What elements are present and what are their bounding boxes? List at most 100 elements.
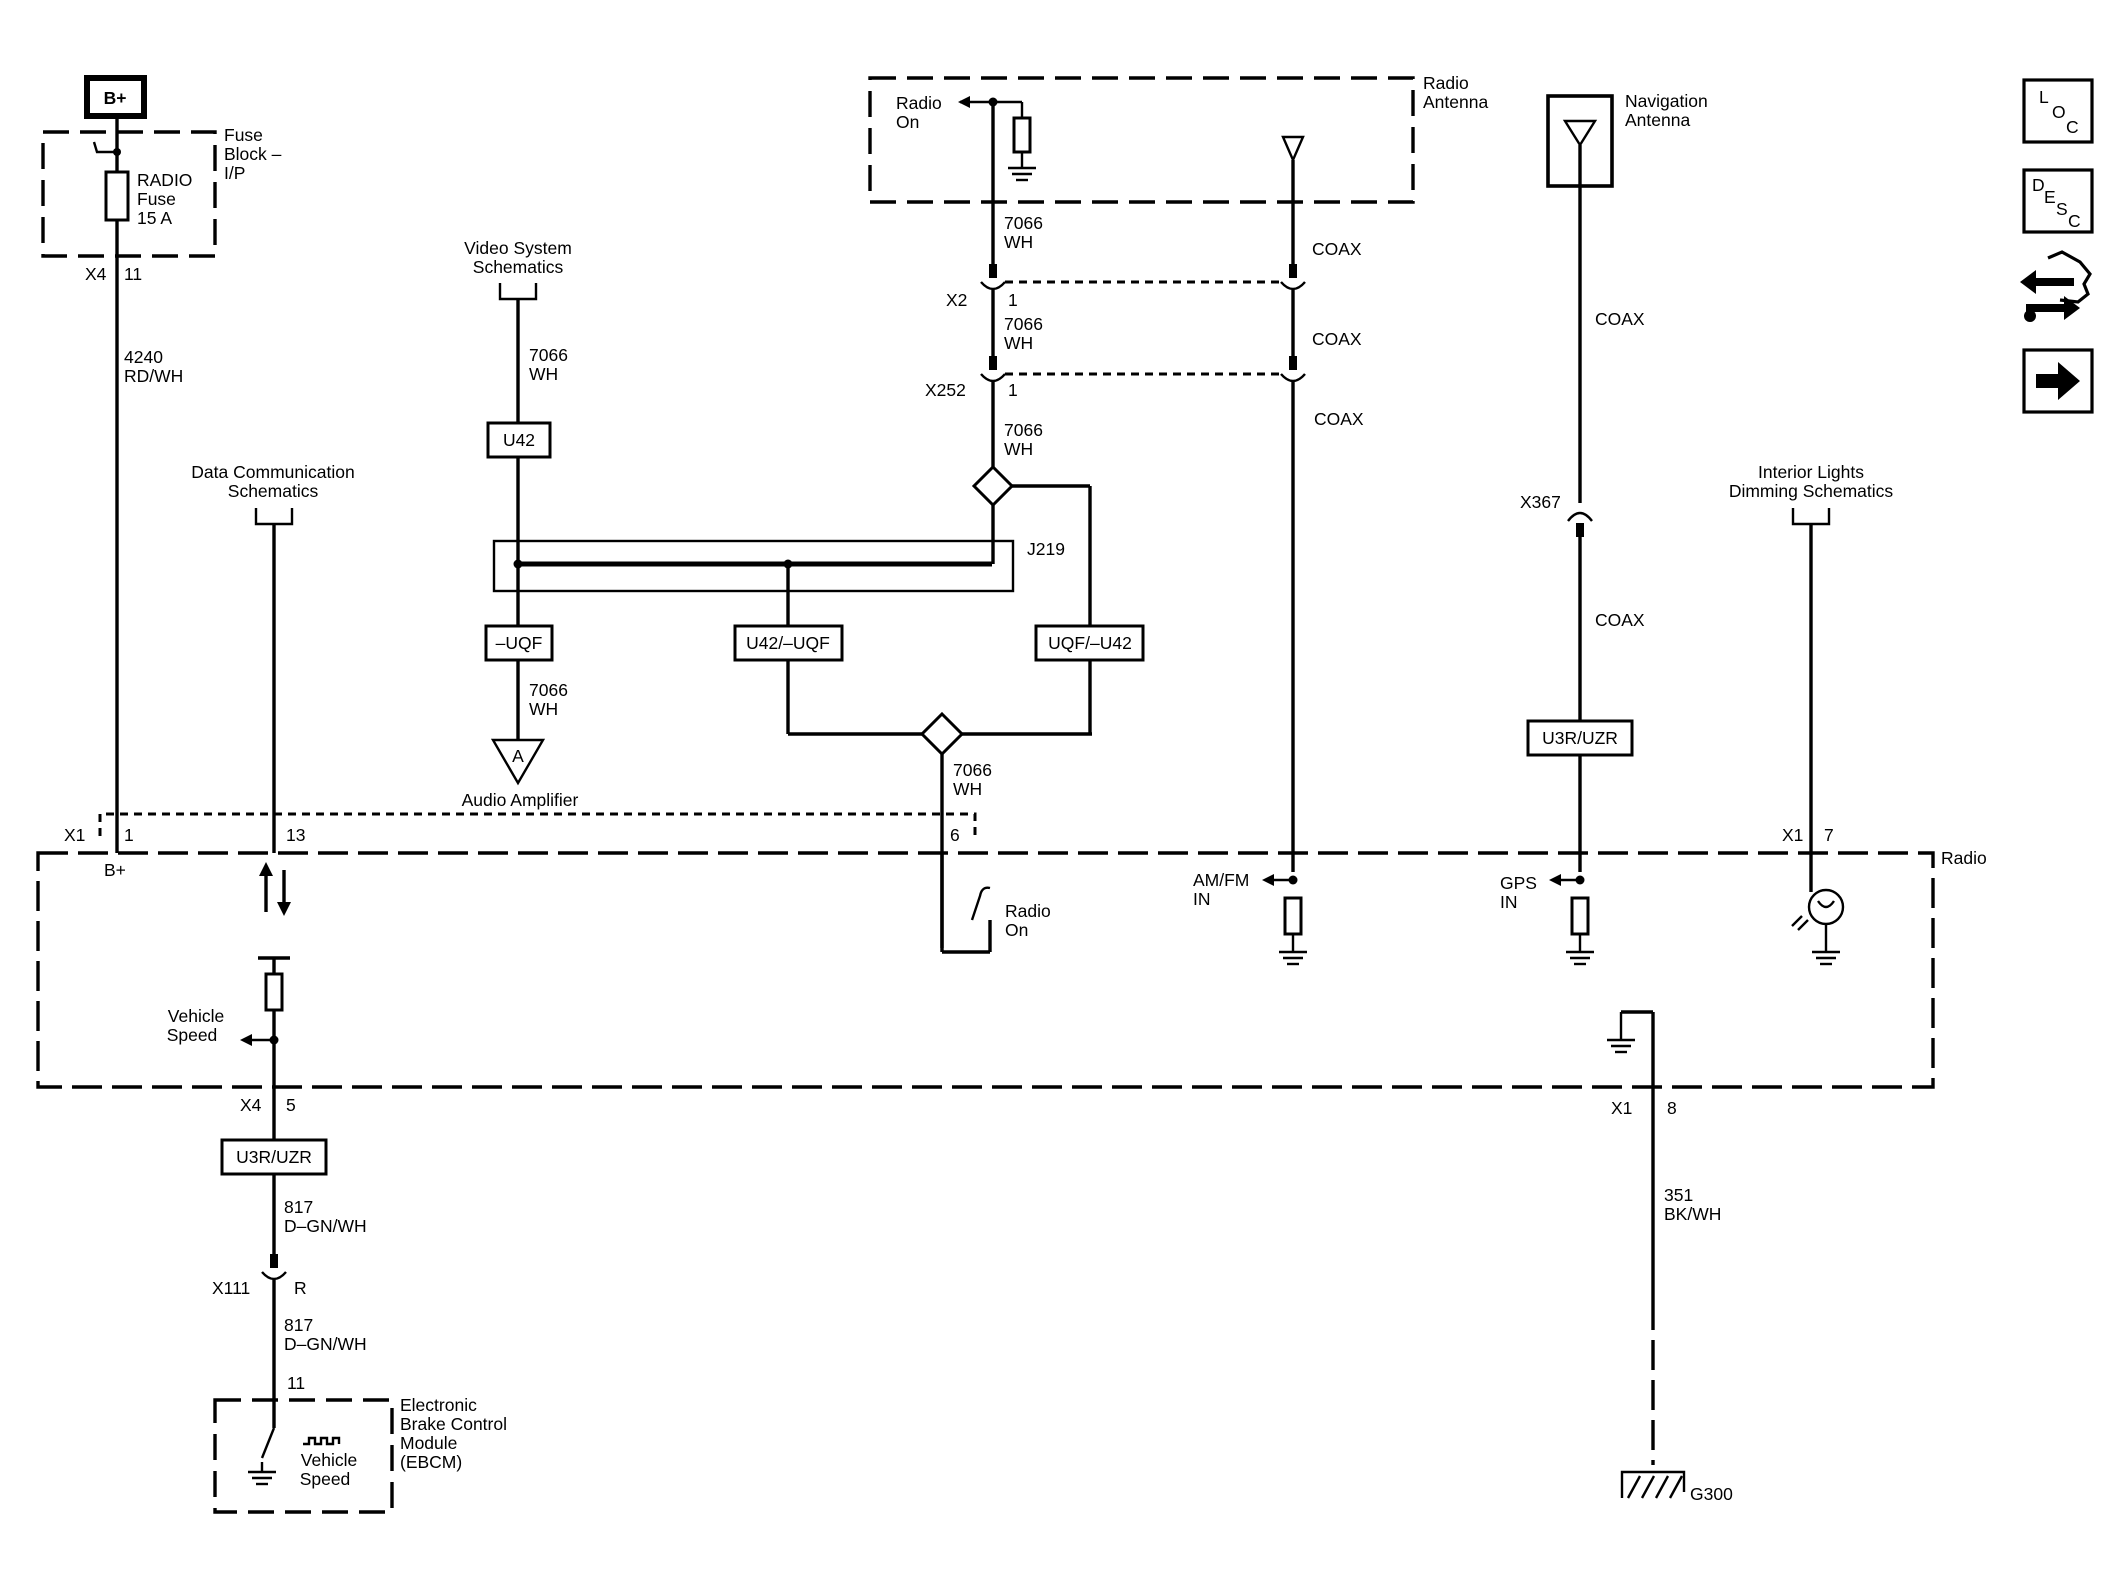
x111-connector <box>261 1271 287 1281</box>
fuse-block-title-2: Block – <box>224 144 282 164</box>
radio-module: Radio B+ Vehicle Speed Radio On <box>36 848 1987 1140</box>
wire-7066-c-color: WH <box>1004 439 1033 459</box>
option-neg-uqf: –UQF <box>484 624 554 662</box>
radio-vehicle-speed-2: Speed <box>167 1025 218 1045</box>
x252-connector <box>980 373 1006 383</box>
option-u3r-uzr-radio-label: U3R/UZR <box>236 1147 312 1167</box>
data-comm-reference: Data Communication Schematics <box>191 462 355 526</box>
x2-pin: 1 <box>1008 290 1018 310</box>
radio-title: Radio <box>1941 848 1987 868</box>
nav-antenna-title-1: Navigation <box>1625 91 1708 111</box>
desc-letter-d: D <box>2032 175 2045 195</box>
interior-label-2: Dimming Schematics <box>1729 481 1894 501</box>
video-label-1: Video System <box>464 238 572 258</box>
x1-pin8: 8 <box>1667 1098 1677 1118</box>
antenna-radio-on-1: Radio <box>896 93 942 113</box>
wire-4240-color: RD/WH <box>124 366 183 386</box>
j219-label: J219 <box>1027 539 1065 559</box>
radio-antenna-title-2: Antenna <box>1423 92 1488 112</box>
fuse-label-3: 15 A <box>137 208 172 228</box>
wire-351-color: BK/WH <box>1664 1204 1721 1224</box>
option-u42-label: U42 <box>503 430 535 450</box>
connector-end-view-icon[interactable] <box>2020 250 2092 322</box>
x111-pin: R <box>294 1278 307 1298</box>
video-system-reference: Video System Schematics <box>464 238 572 301</box>
wire-7066-amp-color: WH <box>529 699 558 719</box>
audio-amplifier-reference: A Audio Amplifier <box>462 738 579 810</box>
navigation-antenna: Navigation Antenna <box>1546 91 1708 188</box>
splice-upper <box>971 464 1015 508</box>
g300-label: G300 <box>1690 1484 1733 1504</box>
x252-pin: 1 <box>1008 380 1018 400</box>
wire-7066-amp-number: 7066 <box>529 680 568 700</box>
option-uqf-neg-u42: UQF/–U42 <box>1034 624 1145 662</box>
radio-vehicle-speed-1: Vehicle <box>168 1006 224 1026</box>
gps-label-2: IN <box>1500 892 1518 912</box>
amfm-label-1: AM/FM <box>1193 870 1249 890</box>
audio-amp-symbol: A <box>512 746 524 766</box>
wire-7066-radio-color: WH <box>953 779 982 799</box>
bplus-source: B+ <box>84 75 147 119</box>
ebcm-pin-label: 11 <box>287 1373 305 1393</box>
wire-817-a-number: 817 <box>284 1197 313 1217</box>
wire-7066-video-color: WH <box>529 364 558 384</box>
data-comm-label-2: Schematics <box>228 481 319 501</box>
option-neg-uqf-label: –UQF <box>496 633 543 653</box>
wire-7066-a-number: 7066 <box>1004 213 1043 233</box>
coax-nav-label-1: COAX <box>1595 309 1645 329</box>
option-u3r-uzr-nav-label: U3R/UZR <box>1542 728 1618 748</box>
x1-label: X1 <box>64 825 85 845</box>
antenna-radio-on-2: On <box>896 112 919 132</box>
gps-label-1: GPS <box>1500 873 1537 893</box>
x1-pin13: 13 <box>286 825 305 845</box>
desc-letter-e: E <box>2044 187 2056 207</box>
option-u3r-uzr-nav: U3R/UZR <box>1526 719 1634 757</box>
description-icon[interactable]: D E S C <box>2022 168 2094 234</box>
wire-7066-c-number: 7066 <box>1004 420 1043 440</box>
loc-letter-c: C <box>2066 117 2079 137</box>
x2-connector <box>980 281 1006 291</box>
option-u42-neg-uqf: U42/–UQF <box>733 624 844 662</box>
amfm-label-2: IN <box>1193 889 1211 909</box>
fuse-block-title-1: Fuse <box>224 125 263 145</box>
bplus-label: B+ <box>104 88 127 108</box>
wire-7066-a-color: WH <box>1004 232 1033 252</box>
next-arrow-icon[interactable] <box>2022 348 2094 414</box>
data-comm-label-1: Data Communication <box>191 462 354 482</box>
ebcm-vs-label-1: Vehicle <box>301 1450 357 1470</box>
wire-7066-radio-number: 7066 <box>953 760 992 780</box>
coax-nav-label-2: COAX <box>1595 610 1645 630</box>
wire-817-b-number: 817 <box>284 1315 313 1335</box>
x1-connector-outline <box>98 812 977 838</box>
x1-pin6: 6 <box>950 825 960 845</box>
option-u42: U42 <box>486 421 552 459</box>
x367-label: X367 <box>1520 492 1561 512</box>
option-u3r-uzr-radio: U3R/UZR <box>220 1138 328 1176</box>
ground-g300: G300 <box>1620 1470 1733 1504</box>
x111-label: X111 <box>212 1278 250 1298</box>
radio-antenna-title-1: Radio <box>1423 73 1469 93</box>
wire-7066-video-number: 7066 <box>529 345 568 365</box>
x1-pin7: 7 <box>1824 825 1834 845</box>
ebcm-title-1: Electronic <box>400 1395 477 1415</box>
wire-817-b-color: D–GN/WH <box>284 1334 367 1354</box>
video-label-2: Schematics <box>473 257 564 277</box>
x252-label: X252 <box>925 380 966 400</box>
x2-label: X2 <box>946 290 967 310</box>
fuse-label-2: Fuse <box>137 189 176 209</box>
fuse-pin-label: 11 <box>124 264 142 284</box>
location-icon[interactable]: L O C <box>2022 78 2094 144</box>
splice-pack-j219: J219 <box>492 539 1065 593</box>
radio-antenna-symbol <box>1281 135 1305 164</box>
fuse-label-1: RADIO <box>137 170 192 190</box>
wire-4240-number: 4240 <box>124 347 163 367</box>
wire-817-a-color: D–GN/WH <box>284 1216 367 1236</box>
interior-lights-reference: Interior Lights Dimming Schematics <box>1729 462 1894 526</box>
x1-ground-label: X1 <box>1611 1098 1632 1118</box>
coax-label-2: COAX <box>1312 329 1362 349</box>
option-u42-neg-uqf-label: U42/–UQF <box>746 633 830 653</box>
coax-label-1: COAX <box>1312 239 1362 259</box>
x1-pin1: 1 <box>124 825 134 845</box>
audio-amp-label: Audio Amplifier <box>462 790 579 810</box>
